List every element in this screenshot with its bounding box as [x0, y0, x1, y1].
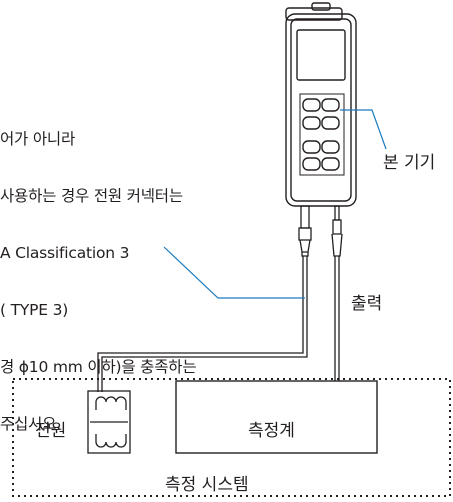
button-panel — [299, 93, 345, 176]
device-label: 본 기기 — [383, 153, 436, 173]
instruction-note: 어가 아니라 사용하는 경우 전원 커넥터는 A Classification … — [0, 92, 272, 453]
device-body — [285, 2, 357, 207]
measuring-instrument-box — [175, 380, 378, 454]
note-line: ( TYPE 3) — [0, 301, 69, 319]
device-button — [321, 140, 340, 154]
device-button — [302, 98, 321, 112]
power-supply-icon — [87, 390, 131, 454]
measuring-instrument-label: 측정계 — [248, 421, 295, 441]
cables — [97, 256, 340, 392]
device-button — [321, 116, 340, 130]
device-buttons — [302, 98, 340, 171]
note-line: 사용하는 경우 전원 커넥터는 — [0, 187, 183, 205]
note-line: 어가 아니라 — [0, 130, 76, 148]
power-cable-leader-line — [163, 246, 305, 299]
output-label: 출력 — [351, 294, 383, 314]
leader-lines — [163, 109, 387, 299]
note-line: 경 ϕ10 mm 이하)을 충족하는 — [0, 358, 197, 376]
device-button — [302, 140, 321, 154]
note-line: A Classification 3 — [0, 244, 130, 262]
device-button — [321, 98, 340, 112]
device-button — [321, 157, 340, 171]
measurement-system-label: 측정 시스템 — [165, 475, 249, 495]
power-plug — [298, 205, 312, 257]
output-plug — [331, 205, 343, 257]
device-display — [296, 29, 346, 81]
device-button — [302, 116, 321, 130]
device-leader-line — [340, 109, 387, 150]
power-label: 전원 — [35, 421, 67, 441]
device-button — [302, 157, 321, 171]
note-line: 주십시오. — [0, 415, 61, 433]
